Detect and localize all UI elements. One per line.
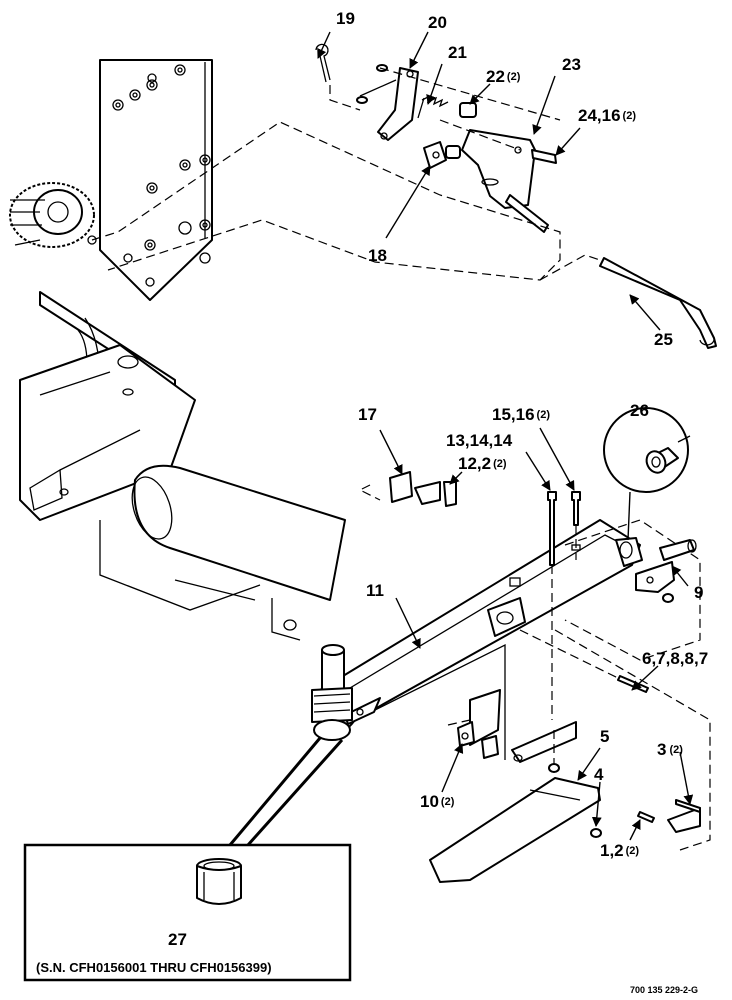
upper-bracket-assembly [315,43,557,233]
arm-weldment [311,519,711,851]
label-23: 23 [562,55,581,74]
label-20: 20 [428,13,447,32]
label-11: 11 [366,581,384,600]
label-15-16: 15,16(2) [492,405,550,424]
label-10: 10(2) [420,792,455,811]
sprocket-hub [9,182,97,248]
label-24-16: 24,16(2) [578,106,636,125]
bushing-27 [196,858,242,905]
bushing-detail-circle [603,407,691,541]
bracket-9 [635,539,697,603]
label-3: 3(2) [657,740,683,759]
mounting-plate [99,59,213,301]
upper-dashed-lines [91,67,607,281]
bracket-17 [358,471,457,507]
bracket-3 [590,799,701,838]
lower-brackets-10 [447,689,577,763]
leader-lines [317,31,694,841]
label-4: 4 [594,765,604,784]
inset-caption: (S.N. CFH0156001 THRU CFH0156399) [36,960,272,975]
label-1-2: 1,2(2) [600,841,639,860]
label-19: 19 [336,9,355,28]
inset-box [23,737,352,982]
foot-pedal [429,730,601,883]
handle-rod [599,257,717,349]
label-25: 25 [654,330,673,349]
frame-and-roll [19,291,346,641]
label-17: 17 [358,405,377,424]
label-26: 26 [630,401,649,420]
label-22: 22(2) [486,67,521,86]
label-13-14-14: 13,14,14 [446,431,513,450]
label-27: 27 [168,930,187,949]
label-12-2: 12,2(2) [458,454,507,473]
label-9: 9 [694,583,703,602]
label-18: 18 [368,246,387,265]
label-6-7-8-8-7: 6,7,8,8,7 [642,649,708,668]
pin-6-7-8 [519,629,649,693]
bolts-upper-arm [547,491,581,720]
label-21: 21 [448,43,467,62]
label-5: 5 [600,727,609,746]
figure-reference: 700 135 229-2-G [630,985,698,995]
part-labels: 19 20 21 22(2) 23 24,16(2) 18 25 26 17 1… [36,9,708,995]
